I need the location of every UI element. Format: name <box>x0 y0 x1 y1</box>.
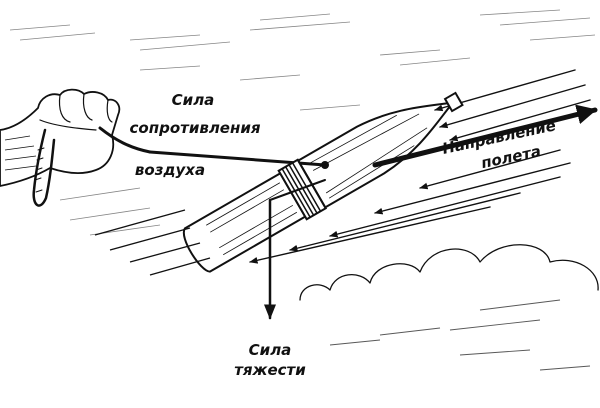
shell-icon <box>182 91 464 273</box>
sky-hatching <box>9 9 596 236</box>
gravity-label-line-2: тяжести <box>234 361 306 379</box>
rope-icon <box>32 126 152 207</box>
gravity-lever-line <box>269 179 326 201</box>
force-point <box>321 161 329 169</box>
air-flow-arrows <box>249 69 591 264</box>
air-resistance-label-line-2: сопротивления <box>130 119 261 137</box>
hand-icon <box>0 88 121 187</box>
cloud-hatching <box>329 299 591 371</box>
cloud-icon <box>299 244 599 301</box>
flight-direction-arrow <box>372 104 598 168</box>
gravity-label-line-1: Сила <box>249 341 292 359</box>
air-resistance-label-line-1: Сила <box>172 91 215 109</box>
airflow-lines-left <box>94 209 211 276</box>
air-resistance-label-line-3: воздуха <box>135 161 205 179</box>
